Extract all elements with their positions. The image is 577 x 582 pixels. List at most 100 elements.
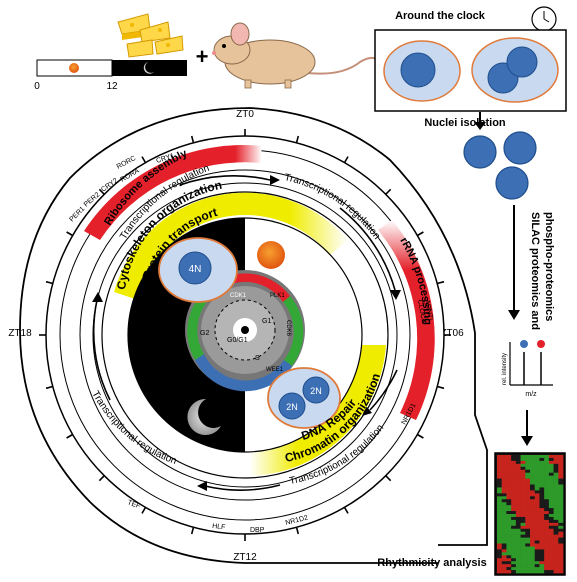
heatmap-cell bbox=[558, 511, 564, 515]
heatmap-cell bbox=[511, 531, 517, 535]
heatmap-cell bbox=[511, 570, 517, 574]
heatmap-cell bbox=[506, 457, 512, 462]
tick-mark bbox=[295, 527, 300, 535]
heatmap-cell bbox=[534, 493, 540, 497]
heatmap-cell bbox=[548, 511, 554, 515]
heatmap-cell bbox=[544, 558, 550, 562]
heatmap-cell bbox=[501, 496, 507, 500]
heatmap-cell bbox=[534, 502, 540, 506]
svg-text:PLK1: PLK1 bbox=[270, 293, 285, 299]
heatmap-cell bbox=[501, 534, 507, 538]
heatmap-cell bbox=[515, 505, 521, 509]
heatmap-cell bbox=[525, 478, 531, 482]
heatmap-cell bbox=[534, 511, 540, 515]
heatmap-cell bbox=[548, 460, 554, 465]
heatmap-cell bbox=[506, 519, 512, 524]
heatmap-cell bbox=[534, 469, 540, 473]
heatmap-cell bbox=[515, 478, 521, 482]
moon-icon bbox=[187, 398, 221, 435]
heatmap-cell bbox=[548, 469, 554, 473]
heatmap-cell bbox=[558, 570, 564, 574]
heatmap-cell bbox=[539, 463, 545, 468]
heatmap-cell bbox=[501, 543, 507, 547]
heatmap-cell bbox=[530, 522, 536, 527]
heatmap-cell bbox=[539, 531, 545, 535]
heatmap-cell bbox=[525, 475, 531, 479]
heatmap-cell bbox=[511, 537, 517, 541]
heatmap-cell bbox=[515, 531, 521, 535]
heatmap-cell bbox=[511, 511, 517, 515]
ribosome-band bbox=[84, 145, 262, 240]
heatmap-cell bbox=[534, 522, 540, 527]
tick-mark bbox=[98, 475, 105, 482]
heatmap-cell bbox=[520, 490, 526, 494]
heatmap-cell bbox=[520, 531, 526, 535]
heatmap-cell bbox=[553, 481, 559, 485]
heatmap-cell bbox=[530, 552, 536, 556]
heatmap-cell bbox=[525, 561, 531, 565]
heatmap-cell bbox=[525, 460, 531, 465]
heatmap-cell bbox=[534, 487, 540, 491]
heatmap-cell bbox=[520, 534, 526, 538]
heatmap-cell bbox=[539, 570, 545, 574]
heatmap-cell bbox=[544, 543, 550, 547]
heatmap-cell bbox=[530, 457, 536, 462]
heatmap-cell bbox=[558, 475, 564, 479]
sun-icon bbox=[69, 63, 79, 73]
heatmap-cell bbox=[501, 555, 507, 559]
heatmap-cell bbox=[506, 564, 512, 568]
heatmap-cell bbox=[530, 540, 536, 544]
heatmap-cell bbox=[501, 525, 507, 530]
heatmap-cell bbox=[525, 487, 531, 491]
heatmap-cell bbox=[530, 499, 536, 503]
heatmap-cell bbox=[539, 472, 545, 476]
heatmap-cell bbox=[530, 534, 536, 538]
heatmap-cell bbox=[544, 472, 550, 476]
heatmap-cell bbox=[553, 549, 559, 553]
heatmap-cell bbox=[530, 531, 536, 535]
heatmap-cell bbox=[558, 543, 564, 547]
heatmap-cell bbox=[548, 478, 554, 482]
heatmap-cell bbox=[525, 472, 531, 476]
heatmap-cell bbox=[548, 466, 554, 471]
svg-text:2N: 2N bbox=[286, 402, 298, 412]
heatmap-cell bbox=[548, 508, 554, 512]
heatmap-cell bbox=[530, 516, 536, 521]
heatmap-cell bbox=[539, 522, 545, 527]
heatmap-cell bbox=[511, 534, 517, 538]
heatmap-cell bbox=[515, 490, 521, 494]
heatmap-cell bbox=[534, 534, 540, 538]
heatmap-cell bbox=[558, 514, 564, 518]
heatmap-cell bbox=[558, 561, 564, 565]
heatmap-cell bbox=[539, 490, 545, 494]
heatmap-cell bbox=[539, 466, 545, 471]
heatmap-cell bbox=[497, 525, 503, 530]
heatmap-cell bbox=[501, 514, 507, 518]
heatmap-cell bbox=[530, 514, 536, 518]
tick-mark bbox=[45, 280, 53, 285]
heatmap-cell bbox=[534, 552, 540, 556]
svg-text:2N: 2N bbox=[310, 386, 322, 396]
heatmap-cell bbox=[515, 567, 521, 571]
heatmap-cell bbox=[548, 455, 554, 459]
heatmap-cell bbox=[515, 528, 521, 532]
heatmap-cell bbox=[548, 502, 554, 506]
light-label-dot bbox=[520, 340, 528, 348]
tick-mark bbox=[141, 156, 147, 164]
heatmap-cell bbox=[520, 540, 526, 544]
heatmap-cell bbox=[501, 567, 507, 571]
heatmap-cell bbox=[501, 537, 507, 541]
heatmap-cell bbox=[501, 484, 507, 488]
heatmap-cell bbox=[548, 552, 554, 556]
heatmap-cell bbox=[525, 570, 531, 574]
heatmap-cell bbox=[548, 499, 554, 503]
heatmap-cell bbox=[534, 475, 540, 479]
heatmap-cell bbox=[511, 455, 517, 459]
heatmap-cell bbox=[515, 469, 521, 473]
heatmap-cell bbox=[553, 463, 559, 468]
heatmap-cell bbox=[539, 469, 545, 473]
heatmap-cell bbox=[544, 463, 550, 468]
heatmap-cell bbox=[534, 490, 540, 494]
heatmap-cell bbox=[544, 466, 550, 471]
heatmap-cell bbox=[544, 525, 550, 530]
